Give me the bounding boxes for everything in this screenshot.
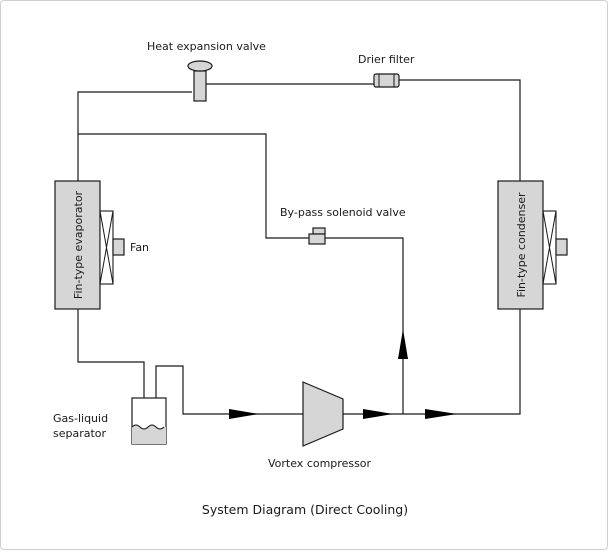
- heat-expansion-valve: [187, 60, 213, 102]
- evaporator-label: Fin-type evaporator: [72, 190, 85, 299]
- pipe-evap-to-separator: [77, 309, 145, 398]
- pipe-separator-out: [155, 365, 303, 415]
- pipe-compressor-out: [343, 309, 521, 415]
- heat-expansion-valve-label: Heat expansion valve: [147, 40, 266, 53]
- pipe-drier-to-condenser: [399, 79, 521, 181]
- evaporator: Fin-type evaporator: [54, 180, 125, 310]
- flow-arrow-3: [425, 409, 457, 419]
- separator-label-1: Gas-liquid: [53, 412, 108, 425]
- bypass-solenoid-valve: [308, 227, 326, 245]
- condenser: Fin-type condenser: [497, 180, 568, 310]
- fan-label: Fan: [130, 241, 149, 254]
- pipe-top: [77, 91, 192, 181]
- flow-arrow-1: [229, 409, 259, 419]
- flow-arrow-2: [363, 409, 393, 419]
- separator-label-2: separator: [53, 427, 107, 440]
- gas-liquid-separator: [131, 397, 167, 445]
- drier-filter-label: Drier filter: [358, 53, 415, 66]
- flow-arrow-up: [398, 329, 408, 359]
- bypass-valve-label: By-pass solenoid valve: [280, 206, 406, 219]
- condenser-label: Fin-type condenser: [515, 192, 528, 298]
- pipe-bypass-return: [325, 237, 404, 414]
- diagram-caption: System Diagram (Direct Cooling): [202, 502, 408, 517]
- compressor-label: Vortex compressor: [268, 457, 372, 470]
- drier-filter: [373, 73, 400, 88]
- pipe-bypass-branch: [78, 133, 311, 239]
- vortex-compressor: [302, 381, 344, 447]
